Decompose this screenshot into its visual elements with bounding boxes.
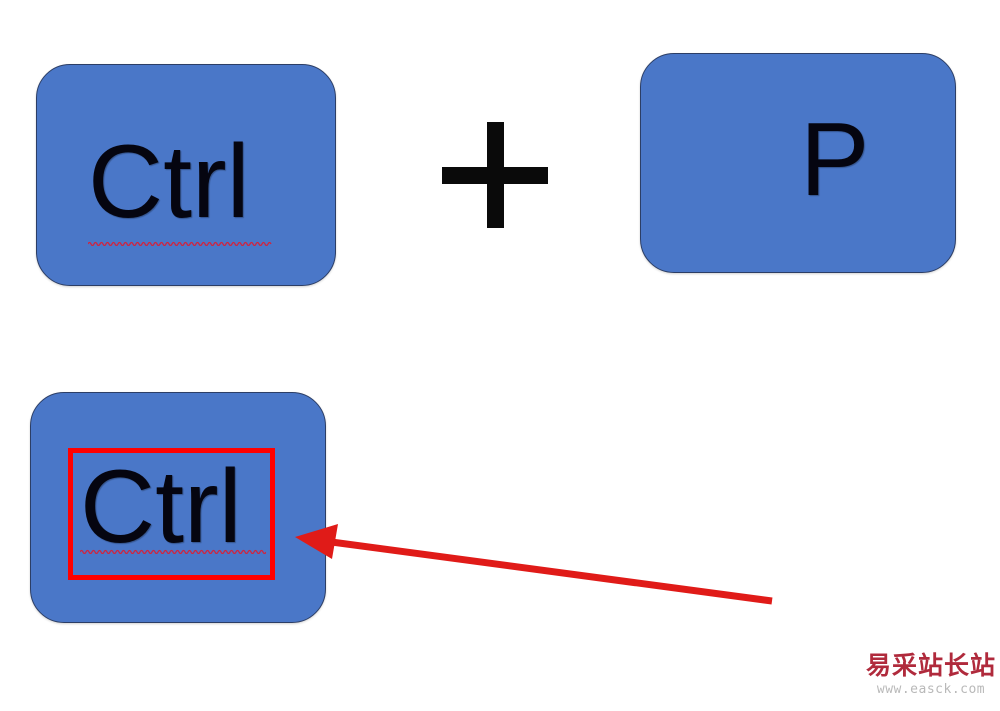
watermark-site-name: 易采站长站 (866, 651, 997, 680)
key-cap-ctrl-top[interactable] (36, 64, 336, 286)
key-label-ctrl-bottom: Ctrl (80, 449, 242, 565)
key-cap-p[interactable] (640, 53, 956, 273)
plus-vertical-bar (487, 122, 504, 228)
watermark: 易采站长站 www.easck.com (866, 652, 996, 699)
annotation-arrow (280, 515, 790, 625)
plus-operator (442, 122, 548, 228)
watermark-url: www.easck.com (876, 681, 986, 697)
annotation-highlight-rectangle (68, 448, 275, 580)
key-cap-ctrl-bottom[interactable] (30, 392, 326, 623)
key-label-p: P (800, 102, 870, 218)
key-label-ctrl-top: Ctrl (88, 124, 250, 240)
